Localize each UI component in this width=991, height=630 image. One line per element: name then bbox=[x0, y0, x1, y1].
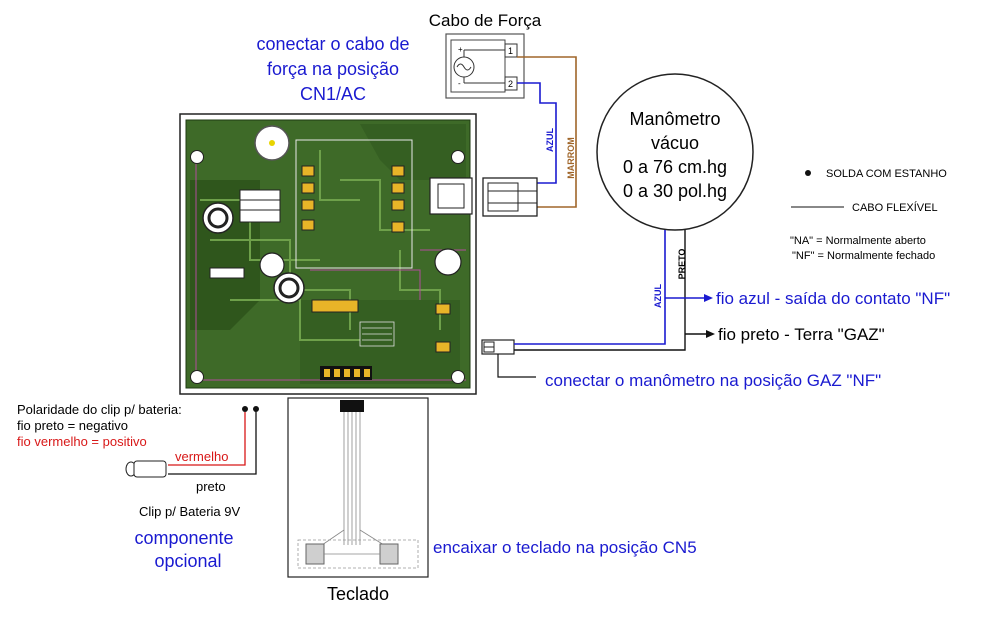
keypad: Teclado bbox=[287, 397, 429, 604]
keypad-instruction: encaixar o teclado na posição CN5 bbox=[433, 538, 697, 557]
legend-na: "NA" = Normalmente aberto bbox=[790, 235, 926, 247]
power-instruction-line-3: CN1/AC bbox=[300, 84, 366, 104]
gauge-wire-black-label: PRETO bbox=[677, 249, 687, 280]
solder-dot-icon bbox=[805, 170, 811, 176]
legend-nf: "NF" = Normalmente fechado bbox=[792, 250, 935, 262]
power-cable-title: Cabo de Força bbox=[429, 11, 542, 30]
manometer: Manômetro vácuo 0 a 76 cm.hg 0 a 30 pol.… bbox=[596, 73, 754, 231]
solder-point-2-icon bbox=[253, 406, 259, 412]
battery-clip-label: Clip p/ Bateria 9V bbox=[139, 504, 240, 519]
gauge-connector bbox=[481, 339, 515, 355]
legend-flex-cable: CABO FLEXÍVEL bbox=[852, 201, 938, 214]
power-wire-brown-label: MARROM bbox=[566, 137, 576, 179]
keypad-label: Teclado bbox=[327, 584, 389, 604]
gauge-wire-blue-label: AZUL bbox=[653, 284, 663, 308]
power-connector bbox=[482, 177, 538, 217]
gauge-line-2: vácuo bbox=[651, 133, 699, 153]
power-wires bbox=[517, 56, 577, 208]
plus-sign: + bbox=[458, 45, 463, 54]
terminal-1-label: 1 bbox=[508, 46, 513, 56]
battery-polarity: Polaridade do clip p/ bateria: fio preto… bbox=[17, 402, 182, 449]
power-wire-blue-label: AZUL bbox=[545, 128, 555, 152]
terminal-2-label: 2 bbox=[508, 79, 513, 89]
gauge-line-3: 0 a 76 cm.hg bbox=[623, 157, 727, 177]
red-wire-label: vermelho bbox=[175, 449, 228, 464]
black-wire-annotation: fio preto - Terra "GAZ" bbox=[718, 325, 885, 344]
polarity-black: fio preto = negativo bbox=[17, 418, 128, 433]
gauge-line-1: Manômetro bbox=[629, 109, 720, 129]
solder-point-1-icon bbox=[242, 406, 248, 412]
battery-clip: vermelho preto Clip p/ Bateria 9V compon… bbox=[125, 406, 259, 571]
power-instruction: conectar o cabo de força na posição CN1/… bbox=[256, 34, 409, 104]
power-instruction-line-2: força na posição bbox=[267, 59, 399, 79]
polarity-title: Polaridade do clip p/ bateria: bbox=[17, 402, 182, 417]
legend: SOLDA COM ESTANHO CABO FLEXÍVEL "NA" = N… bbox=[790, 168, 947, 262]
blue-wire-power bbox=[517, 82, 557, 184]
gauge-wires bbox=[497, 230, 715, 378]
blue-wire-annotation: fio azul - saída do contato "NF" bbox=[716, 289, 950, 308]
brown-wire bbox=[517, 56, 577, 208]
minus-sign: - bbox=[458, 79, 461, 88]
power-instruction-line-1: conectar o cabo de bbox=[256, 34, 409, 54]
optional-line-1: componente bbox=[134, 528, 233, 548]
legend-solder: SOLDA COM ESTANHO bbox=[826, 168, 947, 180]
optional-line-2: opcional bbox=[154, 551, 221, 571]
connect-gauge-annotation: conectar o manômetro na posição GAZ "NF" bbox=[545, 371, 881, 390]
gauge-line-4: 0 a 30 pol.hg bbox=[623, 181, 727, 201]
polarity-red: fio vermelho = positivo bbox=[17, 434, 147, 449]
black-wire-label: preto bbox=[196, 479, 226, 494]
pcb-board bbox=[179, 113, 477, 395]
power-supply-box: + - 1 2 bbox=[445, 33, 525, 99]
